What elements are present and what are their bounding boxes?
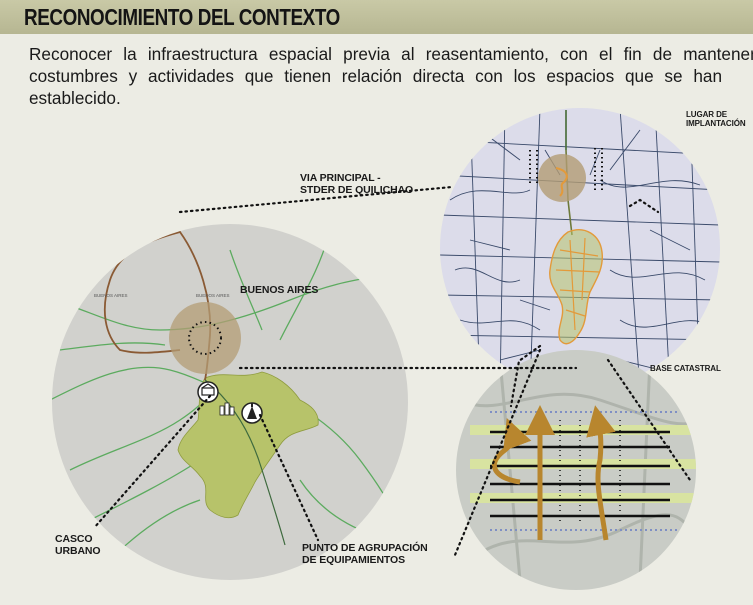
buildings-icon — [219, 402, 235, 416]
casco-urbano-label: CASCO URBANO — [55, 533, 101, 557]
intro-line-2: costumbres y actividades que tienen rela… — [29, 66, 723, 86]
lugar-implantacion-label: LUGAR DE IMPLANTACIÓN — [686, 110, 746, 128]
map-small-label: BUENOS AIRES — [94, 293, 128, 298]
via-principal-label: VIA PRINCIPAL - STDER DE QUILICHAO — [300, 172, 414, 196]
intro-paragraph: Reconocer la infraestructura espacial pr… — [29, 43, 753, 109]
urban-network — [549, 229, 604, 345]
page-title: RECONOCIMIENTO DEL CONTEXTO — [24, 4, 340, 30]
regional-map-circle: BUENOS AIRES BUENOS AIRES — [52, 224, 408, 580]
connector-lines — [92, 185, 692, 557]
map-small-label: BUENOS AIRES — [196, 293, 230, 298]
buenos-aires-label: BUENOS AIRES — [240, 284, 319, 296]
equipment-icons — [197, 381, 263, 424]
scheme-circle — [456, 350, 696, 590]
cadastral-map-circle — [440, 108, 720, 388]
header-band — [0, 0, 753, 34]
intro-line-1: Reconocer la infraestructura espacial pr… — [29, 44, 753, 64]
implantation-highlight — [538, 154, 586, 202]
urban-area — [177, 371, 319, 519]
scheme-arrows — [491, 405, 616, 541]
base-catastral-label: BASE CATASTRAL — [650, 364, 721, 373]
punto-agrupacion-label: PUNTO DE AGRUPACIÓN DE EQUIPAMIENTOS — [302, 542, 428, 566]
school-icon — [197, 381, 219, 403]
buenos-aires-highlight — [169, 302, 241, 374]
intro-line-3: establecido. — [29, 88, 121, 108]
